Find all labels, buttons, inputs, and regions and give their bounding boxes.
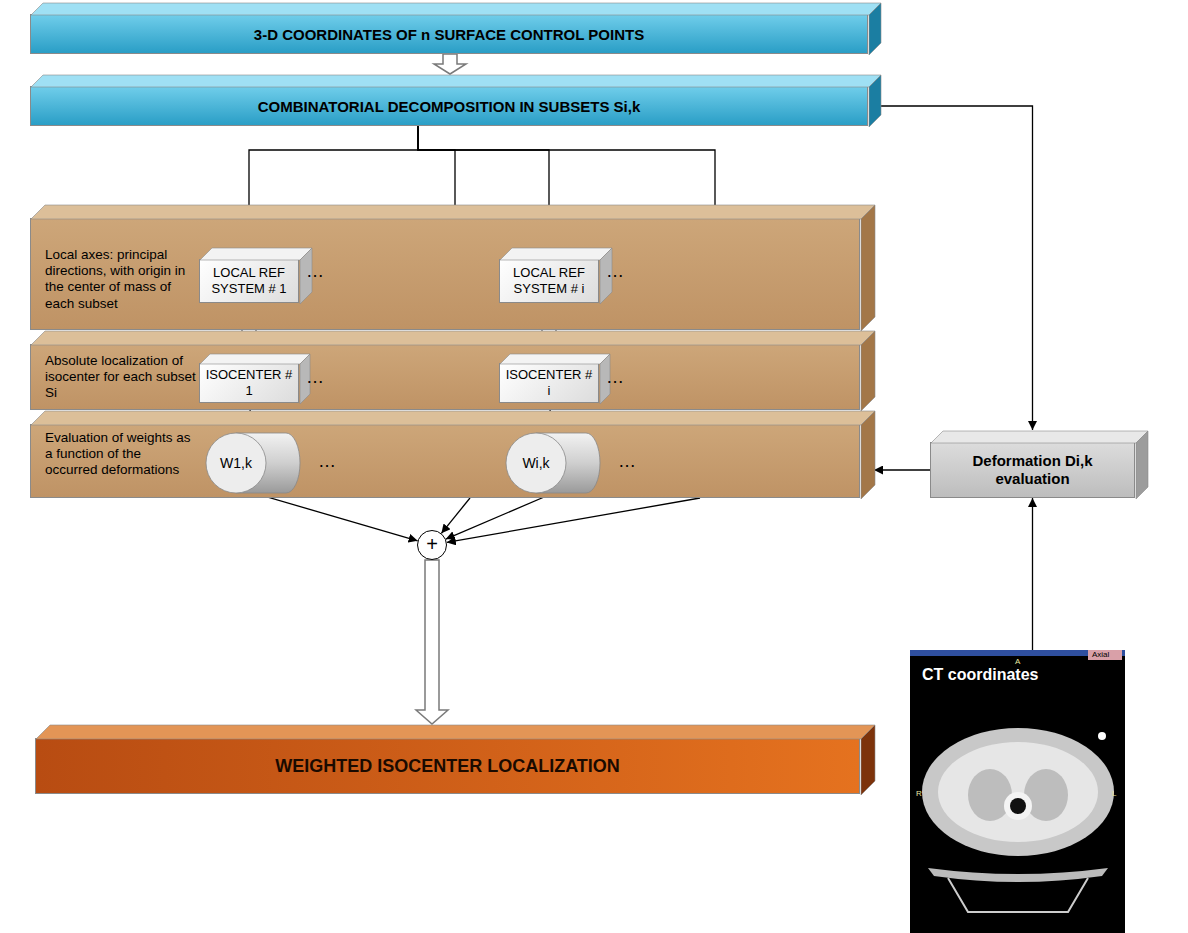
ct-organs [938,742,1098,842]
ct-marker [1098,732,1106,740]
ct-table-support [948,878,1088,912]
ct-hip-right [1024,769,1068,821]
side-face [869,75,881,127]
node-text: Local axes: principal directions, with o… [45,247,197,312]
side-face [861,411,875,499]
node-text: COMBINATORIAL DECOMPOSITION IN SUBSETS S… [258,98,641,115]
stage-band: Local axes: principal directions, with o… [30,218,860,330]
ct-annotation: A [1015,658,1020,666]
ct-image: CT coordinates [910,650,1125,933]
connector-arrow [441,498,470,533]
node-text: Deformation Di,k evaluation [953,452,1113,488]
ct-view-tag [1088,650,1122,660]
ct-table [928,868,1108,882]
node-text: + [426,534,438,554]
node-text: 3-D COORDINATES OF n SURFACE CONTROL POI… [254,26,644,43]
process-box: LOCAL REF SYSTEM # 1 [199,259,299,303]
connector-arrow [447,498,700,542]
side-face [861,205,875,331]
node-text: Evaluation of weights as a function of t… [45,430,197,479]
cylinder-face [206,433,266,493]
ct-canal [1010,798,1026,814]
connector-arrow [874,469,930,470]
top-face [31,3,881,15]
sum-circle: + [417,530,447,560]
weight-cylinder: W1,k [206,433,301,493]
output-bar: WEIGHTED ISOCENTER LOCALIZATION [35,738,860,794]
side-face [869,3,881,55]
ct-annotation: Axial [1092,651,1109,659]
weight-cylinder: Wi,k [506,433,601,493]
side-face [1136,431,1148,499]
node-text: ISOCENTER # i [500,367,598,400]
top-face [500,354,610,364]
connector-arrow [446,493,554,539]
side-face [861,725,875,795]
top-face [31,331,875,345]
cylinder-shape [506,433,603,495]
process-bar: COMBINATORIAL DECOMPOSITION IN SUBSETS S… [30,86,868,126]
node-text: LOCAL REF SYSTEM # i [500,265,598,298]
top-face [31,411,875,425]
connector-arrow [254,493,418,541]
block-arrow [416,560,448,724]
ct-background [910,650,1125,933]
node-text: WEIGHTED ISOCENTER LOCALIZATION [275,756,620,777]
side-face [300,354,310,404]
block-arrow [434,54,466,74]
ct-spine [1004,792,1032,820]
process-box: Deformation Di,k evaluation [930,442,1135,498]
node-text: ISOCENTER # 1 [200,367,298,400]
stage-band: Absolute localization of isocenter for e… [30,344,860,410]
side-face [861,331,875,411]
process-box: ISOCENTER # i [499,363,599,403]
node-text: CT coordinates [922,666,1038,684]
stage-band: Evaluation of weights as a function of t… [30,424,860,498]
top-face [200,354,310,364]
top-face [500,248,612,260]
connector-arrow [1032,498,1033,650]
top-face [200,248,312,260]
ct-hip-left [968,769,1012,821]
box-faces [31,411,875,499]
node-text: W1,k [206,454,266,472]
cylinder-face [506,433,566,493]
process-bar: 3-D COORDINATES OF n SURFACE CONTROL POI… [30,14,868,54]
node-text: Absolute localization of isocenter for e… [45,353,197,402]
top-face [31,75,881,87]
side-face [600,354,610,404]
node-text: LOCAL REF SYSTEM # 1 [200,265,298,298]
ct-annotation: R [916,790,922,798]
node-text: Wi,k [506,454,566,472]
ct-annotation: L [1112,790,1116,798]
top-face [31,205,875,219]
process-box: ISOCENTER # 1 [199,363,299,403]
connector-arrow [880,106,1033,430]
ct-body [922,728,1114,856]
process-box: LOCAL REF SYSTEM # i [499,259,599,303]
top-face [36,725,875,739]
top-face [931,431,1148,443]
side-face [300,248,312,304]
side-face [600,248,612,304]
